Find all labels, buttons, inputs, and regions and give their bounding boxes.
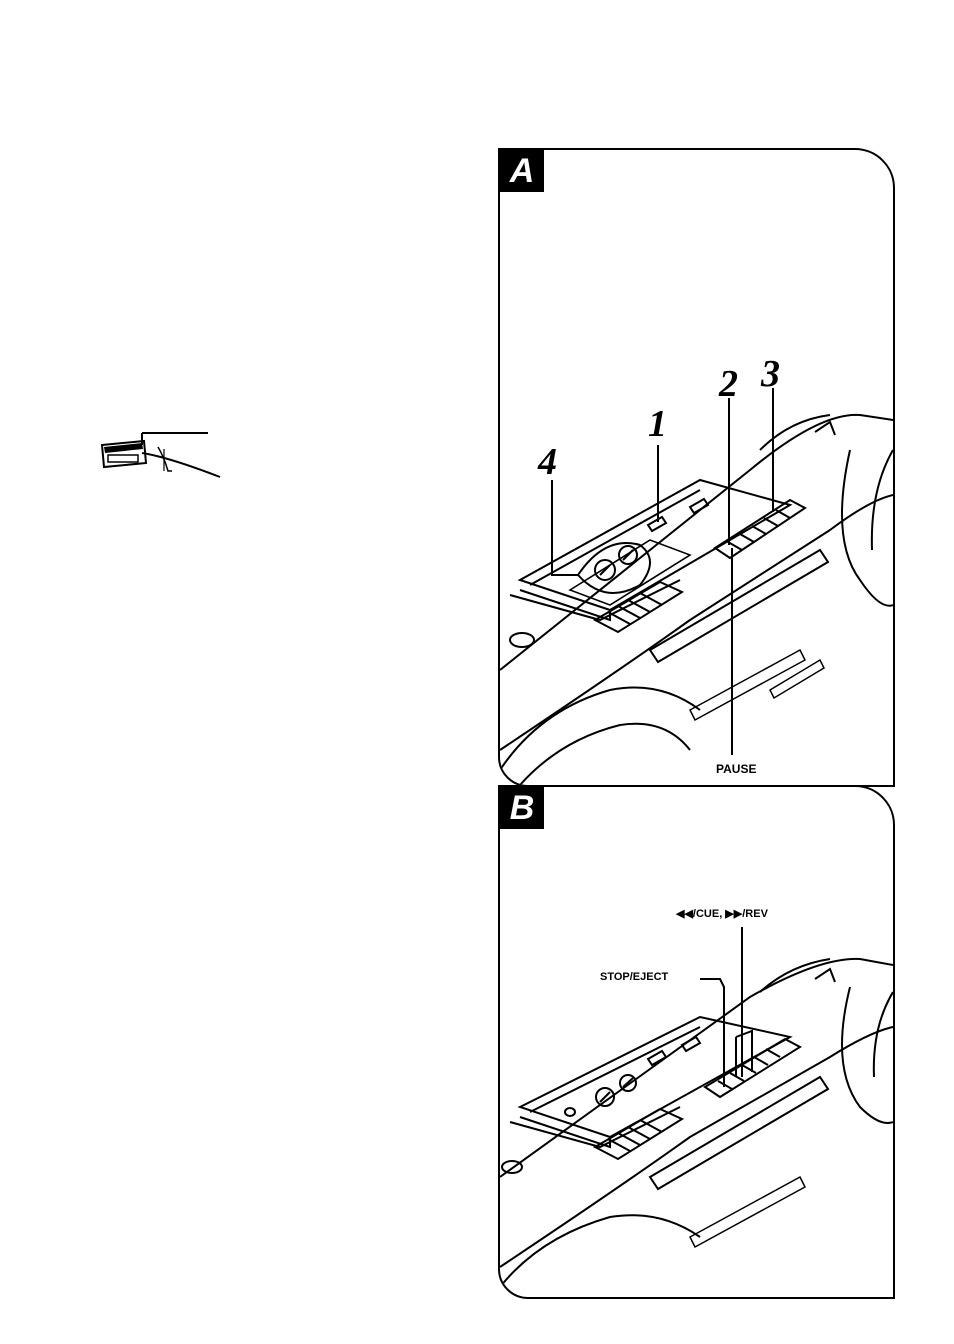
- panel-a: A: [498, 148, 895, 787]
- panel-b: B: [498, 785, 895, 1299]
- cassette-insert-illustration: [98, 425, 228, 485]
- pause-label: PAUSE: [716, 762, 756, 776]
- stop-eject-label: STOP/EJECT: [600, 971, 668, 983]
- step-number-4: 4: [538, 440, 557, 484]
- boombox-illustration-a: [500, 150, 893, 785]
- step-number-2: 2: [719, 362, 738, 406]
- cue-rev-label: ◀◀/CUE, ▶▶/REV: [676, 907, 768, 920]
- boombox-illustration-b: [500, 787, 893, 1297]
- step-number-3: 3: [761, 352, 780, 396]
- step-number-1: 1: [648, 402, 667, 446]
